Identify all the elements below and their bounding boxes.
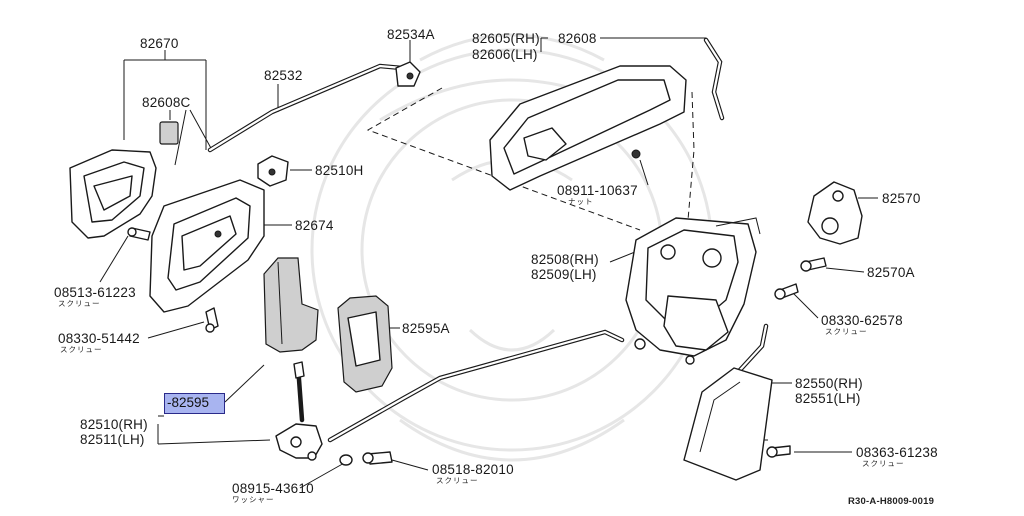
label-82532[interactable]: 82532 — [264, 68, 303, 83]
label-08915-sub: ワッシャー — [232, 495, 275, 504]
label-82551[interactable]: 82551(LH) — [795, 391, 861, 406]
label-08330-51442-sub: スクリュー — [60, 345, 103, 354]
inside-handle-82595 — [263, 257, 319, 353]
label-08330-51442[interactable]: 08330-51442 — [58, 331, 140, 346]
label-08911[interactable]: 08911-10637 — [557, 183, 638, 198]
washer-and-screw — [339, 451, 393, 466]
label-82570A[interactable]: 82570A — [867, 265, 915, 280]
inner-handle-escutcheon-82674 — [149, 179, 265, 313]
striker-82570 — [807, 181, 863, 245]
clip-82510H — [257, 155, 289, 187]
label-08363[interactable]: 08363-61238 — [856, 445, 938, 460]
label-82509[interactable]: 82509(LH) — [531, 267, 597, 282]
screws-left — [127, 227, 219, 333]
label-08330-62578[interactable]: 08330-62578 — [821, 313, 903, 328]
label-82674[interactable]: 82674 — [295, 218, 334, 233]
label-08518[interactable]: 08518-82010 — [432, 462, 514, 477]
protector-82550 — [683, 367, 773, 481]
label-82608[interactable]: 82608 — [558, 31, 597, 46]
figure-code: R30-A-H8009-0019 — [848, 496, 935, 507]
label-82670[interactable]: 82670 — [140, 36, 179, 51]
label-82508[interactable]: 82508(RH) — [531, 252, 599, 267]
label-82534A[interactable]: 82534A — [387, 27, 435, 42]
label-08513-sub: スクリュー — [58, 299, 101, 308]
label-08330-62578-sub: スクリュー — [825, 327, 868, 336]
label-82510H[interactable]: 82510H — [315, 163, 364, 178]
rod-clip-82534A — [395, 61, 421, 87]
door-lock-82508 — [625, 217, 761, 365]
label-82605[interactable]: 82605(RH) — [472, 31, 540, 46]
label-82570[interactable]: 82570 — [882, 191, 921, 206]
highlighted-part-82595[interactable]: -82595 — [164, 393, 225, 414]
outside-handle-82605 — [489, 65, 687, 191]
label-82511[interactable]: 82511(LH) — [80, 432, 145, 447]
label-82595A[interactable]: 82595A — [402, 321, 450, 336]
label-08911-sub: ナット — [568, 197, 594, 206]
label-08513[interactable]: 08513-61223 — [54, 285, 136, 300]
bellcrank-82510 — [275, 361, 323, 461]
label-82550[interactable]: 82550(RH) — [795, 376, 863, 391]
label-82606[interactable]: 82606(LH) — [472, 47, 538, 62]
label-82510[interactable]: 82510(RH) — [80, 417, 148, 432]
handle-base-82670 — [69, 121, 179, 239]
bezel-82595A — [337, 295, 393, 393]
control-rods — [207, 37, 769, 443]
label-08518-sub: スクリュー — [436, 476, 479, 485]
label-08363-sub: スクリュー — [862, 459, 905, 468]
label-08915[interactable]: 08915-43610 — [232, 481, 314, 496]
screws-right — [766, 257, 827, 458]
label-82608C[interactable]: 82608C — [142, 95, 191, 110]
